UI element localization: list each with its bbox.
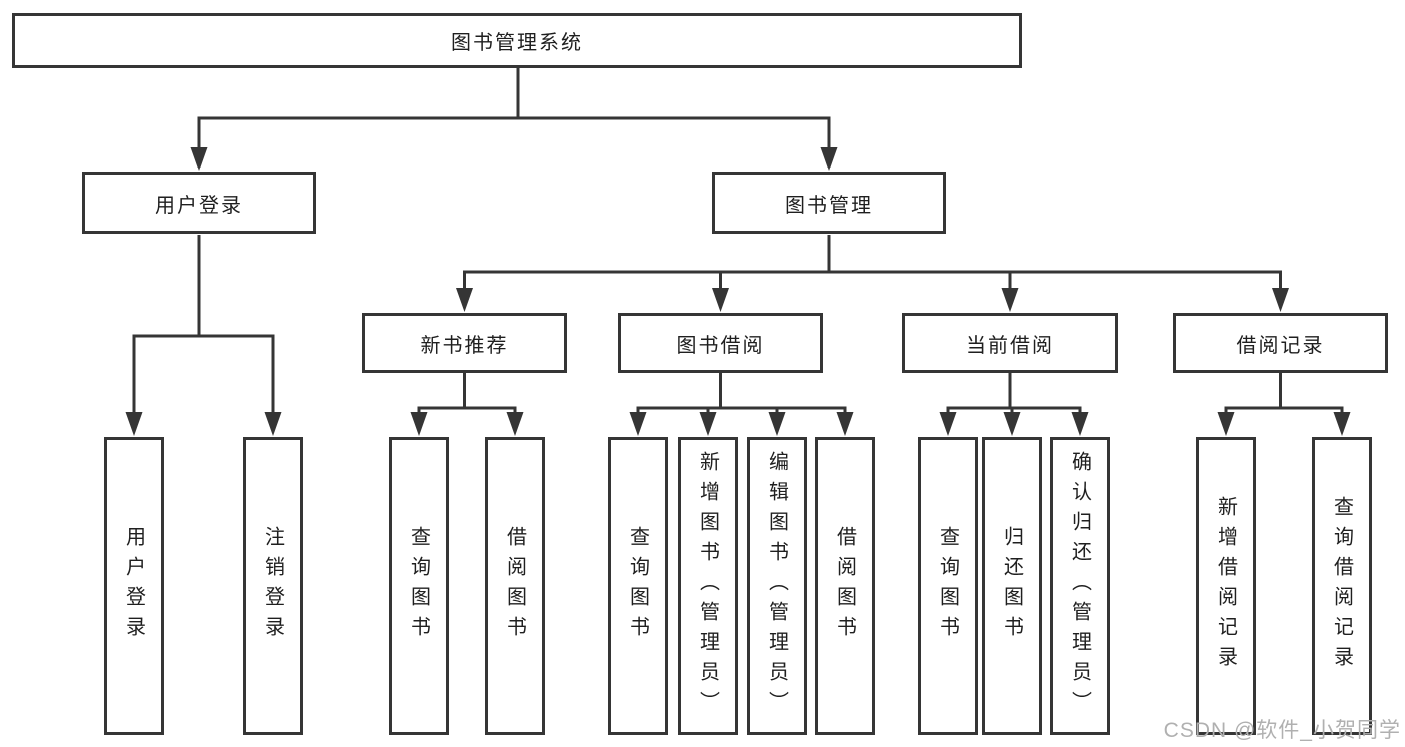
leaf-query-borrow-record: 查询借阅记录 (1312, 437, 1372, 735)
leaf-query-books-borrowing: 查询图书 (608, 437, 668, 735)
node-user-login: 用户登录 (82, 172, 316, 234)
leaf-user-login: 用户登录 (104, 437, 164, 735)
csdn-watermark: CSDN @软件_小贺同学 (1163, 719, 1401, 742)
leaf-add-book-admin: 新增图书（管理员） (678, 437, 738, 735)
node-library-management-system: 图书管理系统 (12, 13, 1022, 68)
node-book-management: 图书管理 (712, 172, 946, 234)
leaf-query-books-recommend: 查询图书 (389, 437, 449, 735)
node-new-book-recommend: 新书推荐 (362, 313, 567, 373)
leaf-confirm-return-admin: 确认归还（管理员） (1050, 437, 1110, 735)
node-current-borrowing: 当前借阅 (902, 313, 1118, 373)
leaf-add-borrow-record: 新增借阅记录 (1196, 437, 1256, 735)
arrowheads (125, 147, 1351, 436)
leaf-borrow-books-borrowing: 借阅图书 (815, 437, 875, 735)
leaf-edit-book-admin: 编辑图书（管理员） (747, 437, 807, 735)
leaf-return-books: 归还图书 (982, 437, 1042, 735)
node-book-borrowing: 图书借阅 (618, 313, 823, 373)
leaf-borrow-books-recommend: 借阅图书 (485, 437, 545, 735)
node-borrowing-records: 借阅记录 (1173, 313, 1388, 373)
leaf-query-books-current: 查询图书 (918, 437, 978, 735)
leaf-logout: 注销登录 (243, 437, 303, 735)
